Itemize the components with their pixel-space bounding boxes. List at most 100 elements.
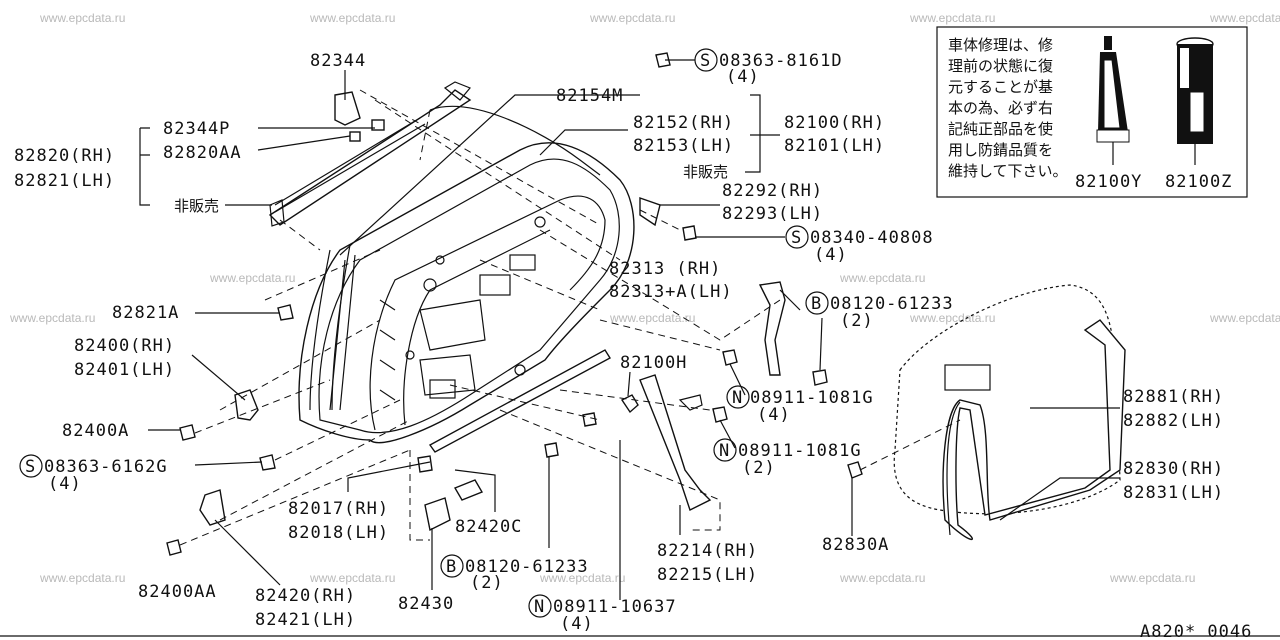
part-labels: 82344 82344P 82820AA 82820(RH) 82821(LH)… <box>14 51 1224 634</box>
notice-line: 元することが基 <box>948 78 1053 96</box>
screw-symbol-letter: S <box>25 457 36 477</box>
label-82154M: 82154M <box>556 86 623 106</box>
part-number-82100Y: 82100Y <box>1075 172 1142 192</box>
label-not-for-sale: 非販売 <box>683 163 728 181</box>
label-qty: (2) <box>470 573 504 593</box>
label-82153: 82153(LH) <box>633 136 734 156</box>
small-parts-drawing <box>166 52 863 556</box>
label-82344P: 82344P <box>163 119 230 139</box>
watermark-text: www.epcdata.ru <box>539 571 625 585</box>
label-82400AA: 82400AA <box>138 582 217 602</box>
nut-symbol-letter: N <box>719 441 730 461</box>
label-82881: 82881(RH) <box>1123 387 1224 407</box>
label-not-for-sale: 非販売 <box>174 197 219 215</box>
watermark-text: www.epcdata.ru <box>39 571 125 585</box>
label-82401: 82401(LH) <box>74 360 175 380</box>
notice-line: 用し防錆品質を <box>948 141 1053 159</box>
label-82821A: 82821A <box>112 303 179 323</box>
label-82313: 82313 (RH) <box>609 259 721 279</box>
diagram-code: A820* 0046 <box>1140 622 1252 640</box>
notice-line: 記純正部品を使 <box>948 120 1053 138</box>
label-82215: 82215(LH) <box>657 565 758 585</box>
label-08363-8161D: 08363-8161D <box>719 51 843 71</box>
door-trim-panel-drawing <box>893 284 1126 541</box>
label-08120-61233: 08120-61233 <box>465 557 589 577</box>
watermark-text: www.epcdata.ru <box>1209 311 1280 325</box>
bolt-symbol-letter: B <box>811 294 822 314</box>
label-08363-6162G: 08363-6162G <box>44 457 168 477</box>
screw-symbol-letter: S <box>791 228 802 248</box>
label-82421: 82421(LH) <box>255 610 356 630</box>
label-08340-40808: 08340-40808 <box>810 228 934 248</box>
label-82313A: 82313+A(LH) <box>609 282 733 302</box>
watermark-text: www.epcdata.ru <box>609 311 695 325</box>
part-number-82100Z: 82100Z <box>1165 172 1232 192</box>
watermark-text: www.epcdata.ru <box>1109 571 1195 585</box>
door-shell-drawing <box>268 81 661 453</box>
label-82293: 82293(LH) <box>722 204 823 224</box>
bolt-symbol-icon <box>440 554 464 578</box>
nut-symbol-icon <box>726 385 750 409</box>
notice-line: 維持して下さい。 <box>948 162 1068 180</box>
label-08911-1081G: 08911-1081G <box>738 441 862 461</box>
notice-line: 理前の状態に復 <box>948 57 1053 75</box>
label-08120-61233: 08120-61233 <box>830 294 954 314</box>
label-82018: 82018(LH) <box>288 523 389 543</box>
watermark-text: www.epcdata.ru <box>309 11 395 25</box>
screw-symbol-icon <box>785 225 809 249</box>
notice-line: 車体修理は、修 <box>948 36 1053 54</box>
label-82830: 82830(RH) <box>1123 459 1224 479</box>
label-qty: (4) <box>48 474 82 494</box>
label-82292: 82292(RH) <box>722 181 823 201</box>
label-82400A: 82400A <box>62 421 129 441</box>
leader-lines <box>139 59 1120 600</box>
watermark-text: www.epcdata.ru <box>39 11 125 25</box>
label-82821: 82821(LH) <box>14 171 115 191</box>
label-82344: 82344 <box>310 51 366 71</box>
notice-line: 本の為、必ず右 <box>948 99 1053 117</box>
label-82820: 82820(RH) <box>14 146 115 166</box>
screw-symbol-letter: S <box>700 51 711 71</box>
nut-symbol-letter: N <box>732 388 743 408</box>
label-qty: (2) <box>840 311 874 331</box>
bolt-symbol-letter: B <box>446 557 457 577</box>
label-qty: (4) <box>726 67 760 87</box>
watermark-text: www.epcdata.ru <box>909 311 995 325</box>
screw-symbol-icon <box>694 48 718 72</box>
bolt-symbol-icon <box>805 291 829 315</box>
notice-box: 車体修理は、修 理前の状態に復 元することが基 本の為、必ず右 記純正部品を使 … <box>936 26 1248 198</box>
watermark-text: www.epcdata.ru <box>589 11 675 25</box>
nut-symbol-icon <box>713 438 737 462</box>
label-qty: (4) <box>814 245 848 265</box>
label-82214: 82214(RH) <box>657 541 758 561</box>
label-qty: (2) <box>742 458 776 478</box>
label-82100: 82100(RH) <box>784 113 885 133</box>
watermark-text: www.epcdata.ru <box>909 11 995 25</box>
label-08911-1081G: 08911-1081G <box>750 388 874 408</box>
screw-symbol-icon <box>19 454 43 478</box>
label-82831: 82831(LH) <box>1123 483 1224 503</box>
label-qty: (4) <box>757 405 791 425</box>
sealant-tube-icon <box>1096 36 1130 165</box>
label-82101: 82101(LH) <box>784 136 885 156</box>
nut-symbol-letter: N <box>534 597 545 617</box>
label-82430: 82430 <box>398 594 454 614</box>
label-82830A: 82830A <box>822 535 889 555</box>
watermark-text: www.epcdata.ru <box>839 271 925 285</box>
label-82017: 82017(RH) <box>288 499 389 519</box>
notice-frame <box>936 26 1248 198</box>
watermark-text: www.epcdata.ru <box>839 571 925 585</box>
label-qty: (4) <box>560 614 594 634</box>
label-82152: 82152(RH) <box>633 113 734 133</box>
watermark-text: www.epcdata.ru <box>9 311 95 325</box>
watermark-text: www.epcdata.ru <box>1209 11 1280 25</box>
nut-symbol-icon <box>528 594 552 618</box>
assembly-lines <box>179 89 961 546</box>
label-82400: 82400(RH) <box>74 336 175 356</box>
label-82820AA: 82820AA <box>163 143 242 163</box>
spray-can-icon <box>1176 37 1214 165</box>
label-08911-10637: 08911-10637 <box>553 597 677 617</box>
watermark-text: www.epcdata.ru <box>209 271 295 285</box>
watermark-text: www.epcdata.ru <box>309 571 395 585</box>
